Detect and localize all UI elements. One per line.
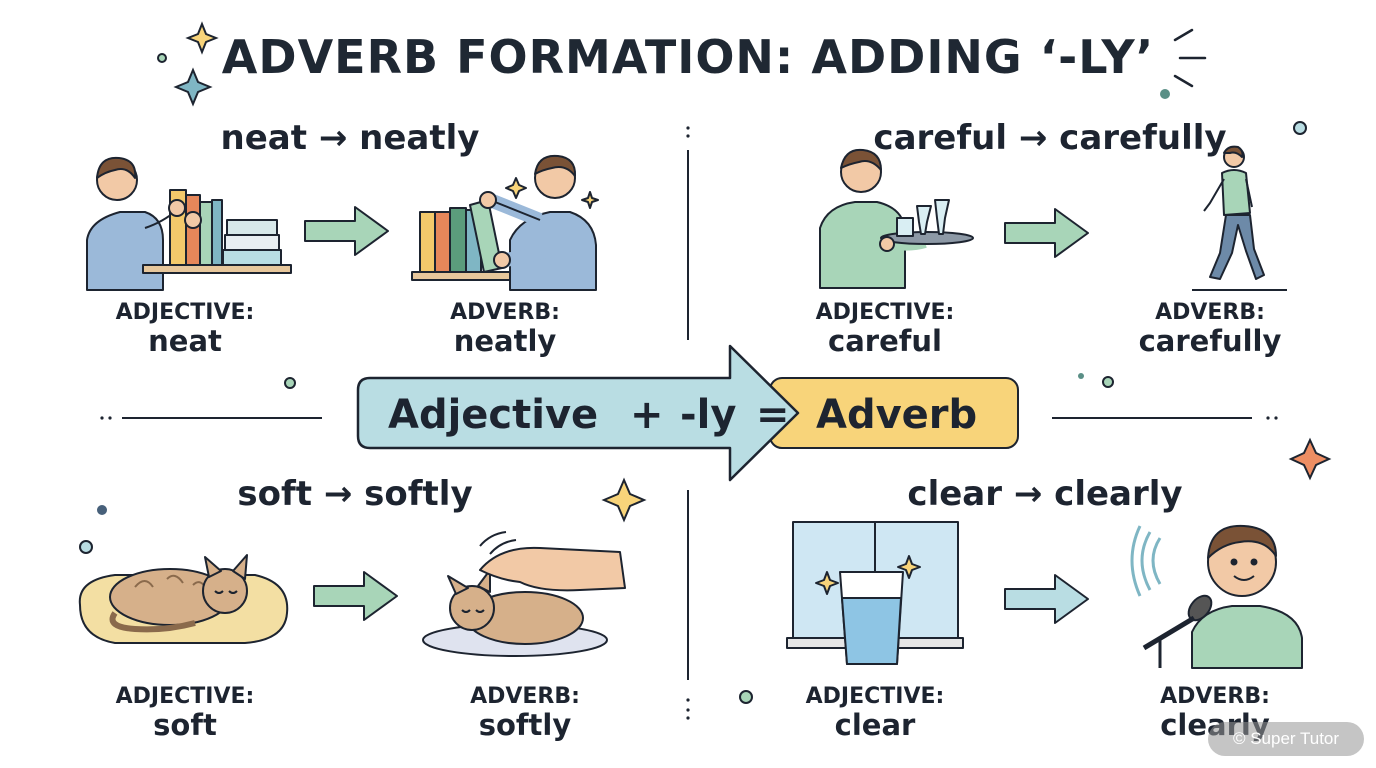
adjective-word: neat [148,324,222,359]
dot-decoration [1293,121,1307,135]
adjective-label-neat: ADJECTIVE: neat [90,300,280,359]
dot-decoration [79,540,93,554]
microphone-speaker-icon [1130,524,1303,669]
formula-suffix: -ly [680,392,736,438]
adjective-heading: ADJECTIVE: [115,684,255,709]
sleeping-kitten-icon [78,554,289,644]
adverb-heading: ADVERB: [470,684,580,709]
adjective-word: careful [828,324,942,359]
formula-part1: Adjective [388,392,598,438]
water-glass-icon [786,521,964,665]
page-title: ADVERB FORMATION: ADDING ‘-LY’ [221,30,1155,84]
adverb-word: carefully [1138,324,1282,359]
sparkle-icon [601,477,647,523]
arrow-icon [313,571,398,621]
adjective-heading: ADJECTIVE: [815,300,955,325]
adjective-label-clear: ADJECTIVE: clear [780,684,970,743]
formula-banner: Adjective + -ly = Adverb [356,344,1019,482]
example-pair-careful: careful → carefully [873,118,1227,158]
adjective-heading: ADJECTIVE: [805,684,945,709]
walking-person-icon [1192,145,1287,291]
formula-result: Adverb [816,392,977,438]
bookshelf-icon [411,154,599,291]
adverb-heading: ADVERB: [1155,300,1265,325]
sparkle-icon [185,21,219,55]
dot-decoration [157,53,167,63]
adjective-label-careful: ADJECTIVE: careful [790,300,980,359]
dot-decoration [284,377,296,389]
burst-icon [1173,28,1207,88]
arrow-icon [304,206,389,256]
adverb-label-neatly: ADVERB: neatly [410,300,600,359]
adverb-label-softly: ADVERB: softly [430,684,620,743]
sparkle-icon [1288,437,1332,481]
dot-decoration [1102,376,1114,388]
adverb-heading: ADVERB: [1160,684,1270,709]
adjective-heading: ADJECTIVE: [115,300,255,325]
formula-equals: = [756,392,790,438]
adjective-word: clear [834,708,916,743]
tray-glasses-icon [819,148,974,289]
formula-plus: + [630,392,664,438]
arrow-icon [1004,574,1089,624]
adjective-label-soft: ADJECTIVE: soft [90,684,280,743]
adverb-word: softly [478,708,572,743]
example-pair-neat: neat → neatly [220,118,480,158]
adverb-heading: ADVERB: [450,300,560,325]
adjective-word: soft [153,708,217,743]
example-pair-clear: clear → clearly [907,474,1183,514]
adverb-label-carefully: ADVERB: carefully [1115,300,1305,359]
example-pair-soft: soft → softly [237,474,473,514]
petting-hand-icon [422,531,626,657]
sparkle-icon [173,67,213,107]
dot-decoration [739,690,753,704]
watermark-badge: © Super Tutor [1208,722,1364,756]
formula-arrow [356,344,800,482]
bookshelf-icon [86,156,292,291]
adverb-word: neatly [453,324,557,359]
arrow-icon [1004,208,1089,258]
